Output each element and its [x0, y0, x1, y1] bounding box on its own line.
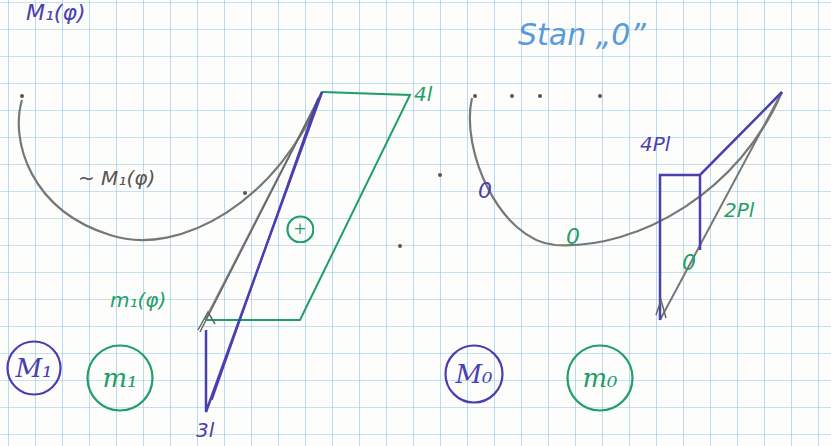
badge-text: m₁: [102, 365, 137, 391]
diagram-badge: m₁: [86, 344, 154, 412]
dimension: 4l: [414, 84, 432, 104]
diagram-badge: M₀: [444, 344, 504, 404]
dimension: 3l: [196, 420, 214, 440]
curve-label: ~ M₁(φ): [78, 168, 155, 188]
zero-mark: 0: [566, 226, 580, 248]
diagram-label: m₁(φ): [110, 290, 166, 310]
dimension: 4Pl: [640, 134, 670, 154]
state-title: Stan „0”: [518, 20, 646, 50]
diagram-badge: M₁: [6, 340, 62, 396]
dimension: 2Pl: [724, 200, 754, 220]
badge-text: +: [293, 221, 306, 237]
diagram-badge: m₀: [566, 344, 634, 412]
badge-text: m₀: [582, 365, 617, 391]
zero-mark: 0: [682, 252, 696, 274]
zero-mark: 0: [478, 180, 492, 202]
sign-circle: +: [286, 215, 315, 244]
badge-text: M₀: [455, 361, 492, 387]
badge-text: M₁: [15, 355, 52, 381]
diagram-title: M₁(φ): [26, 2, 85, 24]
